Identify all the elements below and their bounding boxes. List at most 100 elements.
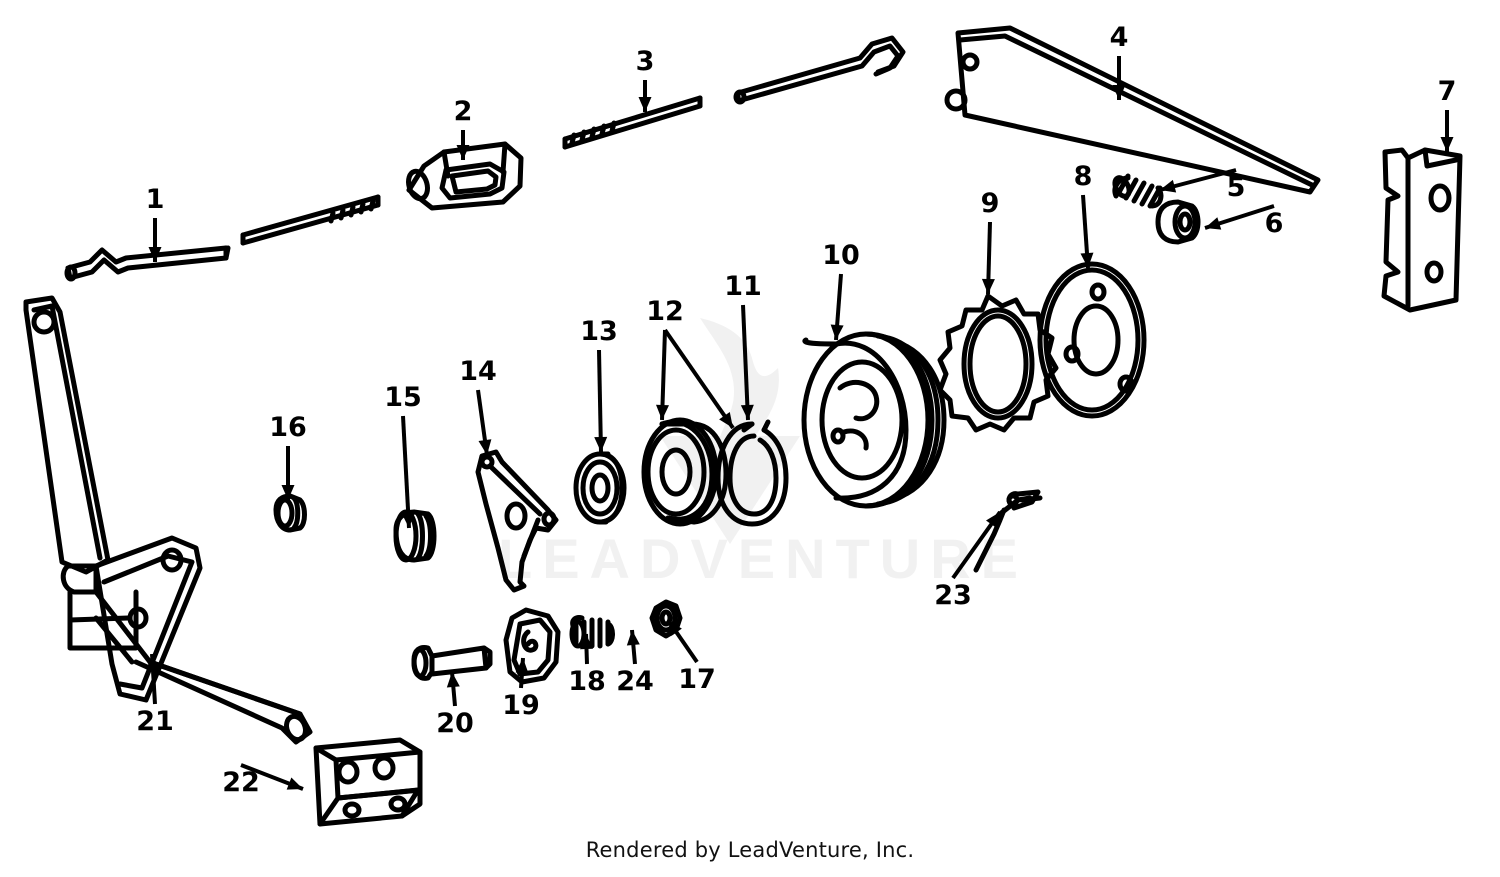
leader-arrowhead <box>1205 217 1222 230</box>
leader-arrowhead <box>1080 252 1094 268</box>
callout-number-3: 3 <box>636 46 655 77</box>
callout-16: 16 <box>269 412 307 500</box>
leader-arrowhead <box>740 404 754 420</box>
callout-14: 14 <box>459 356 497 456</box>
leader-arrowhead <box>580 634 593 650</box>
leader-arrowhead <box>281 485 295 500</box>
leader-line <box>597 349 603 453</box>
callout-2: 2 <box>454 96 473 160</box>
callout-17: 17 <box>666 618 716 695</box>
part-threaded-stud <box>240 194 381 246</box>
leader-arrowhead <box>446 672 460 688</box>
callout-22: 22 <box>222 763 304 798</box>
leader-arrowhead <box>986 512 1000 528</box>
callout-12-second-branch <box>663 328 735 430</box>
callout-number-15: 15 <box>384 382 422 413</box>
callout-8: 8 <box>1074 161 1094 269</box>
part-angle-bracket <box>1381 147 1463 313</box>
leader-arrowhead <box>1112 85 1126 100</box>
leader-line <box>741 304 750 421</box>
callout-24: 24 <box>616 629 654 697</box>
part-turnbuckle-coupler <box>406 141 524 211</box>
callout-number-4: 4 <box>1110 22 1129 53</box>
leader-arrowhead <box>456 145 470 160</box>
callout-number-9: 9 <box>981 188 1000 219</box>
callout-6: 6 <box>1204 204 1284 239</box>
callout-15: 15 <box>384 382 422 529</box>
callout-number-14: 14 <box>459 356 497 387</box>
leader-arrowhead <box>656 404 669 420</box>
leader-arrowhead <box>478 439 492 455</box>
callout-number-13: 13 <box>580 316 618 347</box>
callout-1: 1 <box>146 184 165 262</box>
callout-19: 19 <box>502 657 540 721</box>
callout-number-18: 18 <box>568 666 606 697</box>
footer-attribution: Rendered by LeadVenture, Inc. <box>585 838 915 862</box>
leader-arrowhead <box>981 278 995 294</box>
callout-10: 10 <box>822 240 860 341</box>
callout-number-1: 1 <box>146 184 165 215</box>
leader-line <box>401 415 411 529</box>
part-long-bent-rod <box>733 35 906 105</box>
callout-number-11: 11 <box>724 271 762 302</box>
callout-21: 21 <box>136 653 174 737</box>
callout-number-7: 7 <box>1438 76 1457 107</box>
part-compression-spring <box>1112 173 1164 209</box>
leader-arrowhead <box>146 654 160 670</box>
leader-arrowhead <box>401 512 415 528</box>
leader-arrowhead <box>148 247 162 262</box>
callout-18: 18 <box>568 633 606 697</box>
part-small-bushing <box>273 493 307 533</box>
callout-13: 13 <box>580 316 618 453</box>
callout-number-23: 23 <box>934 580 972 611</box>
leader-arrowhead <box>1160 179 1177 193</box>
callout-4: 4 <box>1110 22 1129 100</box>
part-threaded-rod <box>562 95 703 150</box>
part-backing-plate <box>1037 261 1147 419</box>
callout-7: 7 <box>1438 76 1457 152</box>
callout-number-20: 20 <box>436 708 474 739</box>
callout-number-5: 5 <box>1227 172 1246 203</box>
part-bearing-large <box>641 417 729 527</box>
callout-number-21: 21 <box>136 706 174 737</box>
leader-arrowhead <box>668 620 682 637</box>
watermark-group: LEADVENTURE <box>498 318 1028 590</box>
leader-arrowhead <box>830 324 844 340</box>
callout-number-12: 12 <box>646 296 684 327</box>
part-bent-rod-link <box>64 245 231 282</box>
leader-arrowhead <box>638 97 652 112</box>
callout-number-16: 16 <box>269 412 307 443</box>
part-hex-bolt <box>411 645 493 681</box>
leader-arrowhead <box>286 777 303 790</box>
leader-arrowhead <box>626 630 640 646</box>
leader-arrowhead <box>1440 137 1454 152</box>
callout-3: 3 <box>636 46 655 112</box>
callout-number-19: 19 <box>502 690 540 721</box>
callout-number-2: 2 <box>454 96 473 127</box>
leader-line <box>663 328 735 430</box>
callout-number-6: 6 <box>1265 208 1284 239</box>
callout-number-10: 10 <box>822 240 860 271</box>
leader-arrowhead <box>719 411 733 428</box>
part-tapered-support-arm <box>944 25 1321 195</box>
part-lever-assembly <box>23 295 313 745</box>
callout-23: 23 <box>934 510 1002 611</box>
callout-11: 11 <box>724 271 762 421</box>
leader-line <box>660 329 667 421</box>
callout-number-24: 24 <box>616 666 654 697</box>
watermark-text: LEADVENTURE <box>498 527 1028 590</box>
part-bushing-spacer <box>1155 199 1201 245</box>
callout-number-22: 22 <box>222 767 260 798</box>
part-spacer-sleeve <box>393 509 437 563</box>
callout-number-8: 8 <box>1074 161 1093 192</box>
part-v-groove-pulley <box>801 331 947 509</box>
part-mounting-bracket <box>313 737 423 827</box>
part-clamp-bracket <box>503 607 561 685</box>
leader-arrowhead <box>594 436 608 452</box>
part-sprocket-gear <box>937 293 1059 433</box>
part-idler-arm <box>475 449 559 593</box>
callout-20: 20 <box>436 671 474 739</box>
